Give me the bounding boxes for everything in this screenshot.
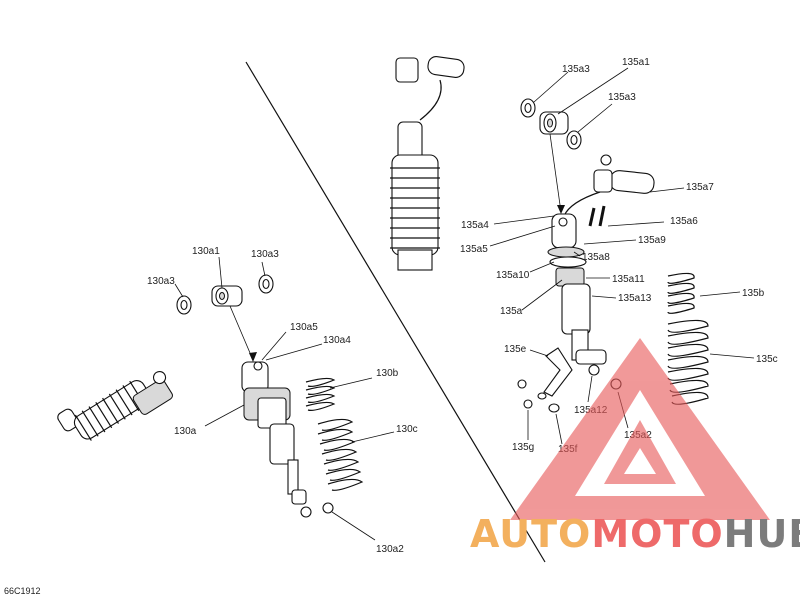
watermark-text: AUTOMOTOHUB [470,512,800,556]
label-135g: 135g [512,442,534,453]
leader-lines [174,67,755,541]
fasteners-135a6 [588,205,606,227]
spring-130b [305,377,336,411]
bushing-135a1 [539,111,569,135]
label-135b: 135b [742,288,765,299]
label-135a12: 135a12 [574,405,608,416]
label-135a4: 135a4 [461,220,489,231]
label-130a2: 130a2 [376,544,404,555]
watermark-moto: MOTO [591,512,724,556]
label-130a1: 130a1 [192,246,220,257]
label-130c: 130c [396,424,418,435]
figure-id: 66C1912 [4,586,41,596]
label-135a9: 135a9 [638,235,666,246]
spring-135b [667,272,695,314]
label-135a1: 135a1 [622,57,650,68]
label-135e: 135e [504,344,527,355]
label-130a5: 130a5 [290,322,318,333]
label-130a3-left: 130a3 [147,276,175,287]
label-135a13: 135a13 [618,293,652,304]
watermark-auto: AUTO [470,512,592,556]
label-130a4: 130a4 [323,335,351,346]
label-135a10: 135a10 [496,270,530,281]
label-135a: 135a [500,306,523,317]
nut-135a2 [610,378,622,390]
label-130b: 130b [376,368,399,379]
reservoir-135a7 [563,154,655,217]
bushing-130a1 [211,285,243,307]
label-130a: 130a [174,426,197,437]
label-135f: 135f [558,444,578,455]
screw-135g [517,379,533,409]
label-135c: 135c [756,354,778,365]
bracket-135e [543,347,573,397]
label-135a3-top: 135a3 [562,64,590,75]
watermark-hub: HUB [723,512,800,556]
label-135a7: 135a7 [686,182,714,193]
spring-135c [667,319,709,405]
washer-135f [537,392,560,413]
label-135a8: 135a8 [582,252,610,263]
spring-130c [317,418,364,491]
label-135a2: 135a2 [624,430,652,441]
nut-130a2 [322,502,334,514]
label-135a6: 135a6 [670,216,698,227]
label-135a3-mid: 135a3 [608,92,636,103]
label-130a3-right: 130a3 [251,249,279,260]
section-divider-line [245,61,546,563]
shock-absorber-130a [241,361,312,518]
rear-shock-assembly-illustration [390,56,465,271]
label-135a11: 135a11 [612,274,645,285]
front-shock-assembly-illustration [57,370,173,441]
label-135a5: 135a5 [460,244,488,255]
